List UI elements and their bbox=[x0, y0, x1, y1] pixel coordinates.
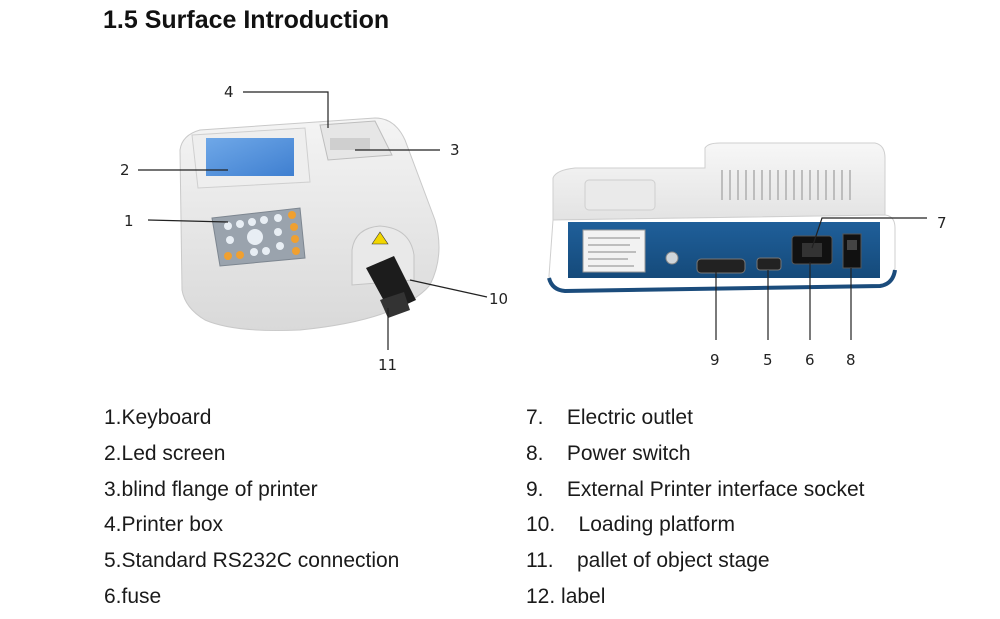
callout-9: 9 bbox=[710, 351, 720, 369]
callout-10: 10 bbox=[489, 290, 508, 308]
callout-7: 7 bbox=[937, 214, 947, 232]
legend-item-electric-outlet: 7. Electric outlet bbox=[526, 406, 693, 429]
callout-4: 4 bbox=[224, 83, 234, 101]
front-device: 4 3 2 1 10 11 bbox=[120, 83, 508, 374]
device-figure: 4 3 2 1 10 11 bbox=[120, 83, 947, 374]
power-switch bbox=[842, 233, 862, 269]
legend-item-power-switch: 8. Power switch bbox=[526, 442, 691, 465]
rear-device: 7 9 5 6 8 bbox=[547, 142, 947, 369]
callout-3: 3 bbox=[450, 141, 460, 159]
legend-item-printer-flange: 3.blind flange of printer bbox=[104, 478, 318, 501]
fuse bbox=[665, 251, 679, 265]
legend-item-loading-platform: 10. Loading platform bbox=[526, 513, 735, 536]
legend-item-rs232: 5.Standard RS232C connection bbox=[104, 549, 400, 572]
printer-socket bbox=[696, 258, 746, 274]
legend-item-fuse: 6.fuse bbox=[104, 585, 162, 608]
printer-flange bbox=[330, 138, 370, 150]
legend-item-led-screen: 2.Led screen bbox=[104, 442, 226, 465]
callout-2: 2 bbox=[120, 161, 130, 179]
callout-11: 11 bbox=[378, 356, 397, 374]
callout-8: 8 bbox=[846, 351, 856, 369]
legend-item-pallet: 11. pallet of object stage bbox=[526, 549, 770, 572]
legend-item-label: 12. label bbox=[526, 585, 606, 608]
page-title: 1.5 Surface Introduction bbox=[103, 6, 390, 34]
callout-5: 5 bbox=[763, 351, 773, 369]
legend-item-keyboard: 1.Keyboard bbox=[104, 406, 212, 429]
legend-item-printer-socket: 9. External Printer interface socket bbox=[526, 478, 865, 501]
callout-1: 1 bbox=[124, 212, 134, 230]
label-plate bbox=[582, 229, 646, 273]
rs232-port bbox=[756, 257, 782, 271]
callout-6: 6 bbox=[805, 351, 815, 369]
legend-item-printer-box: 4.Printer box bbox=[104, 513, 224, 536]
